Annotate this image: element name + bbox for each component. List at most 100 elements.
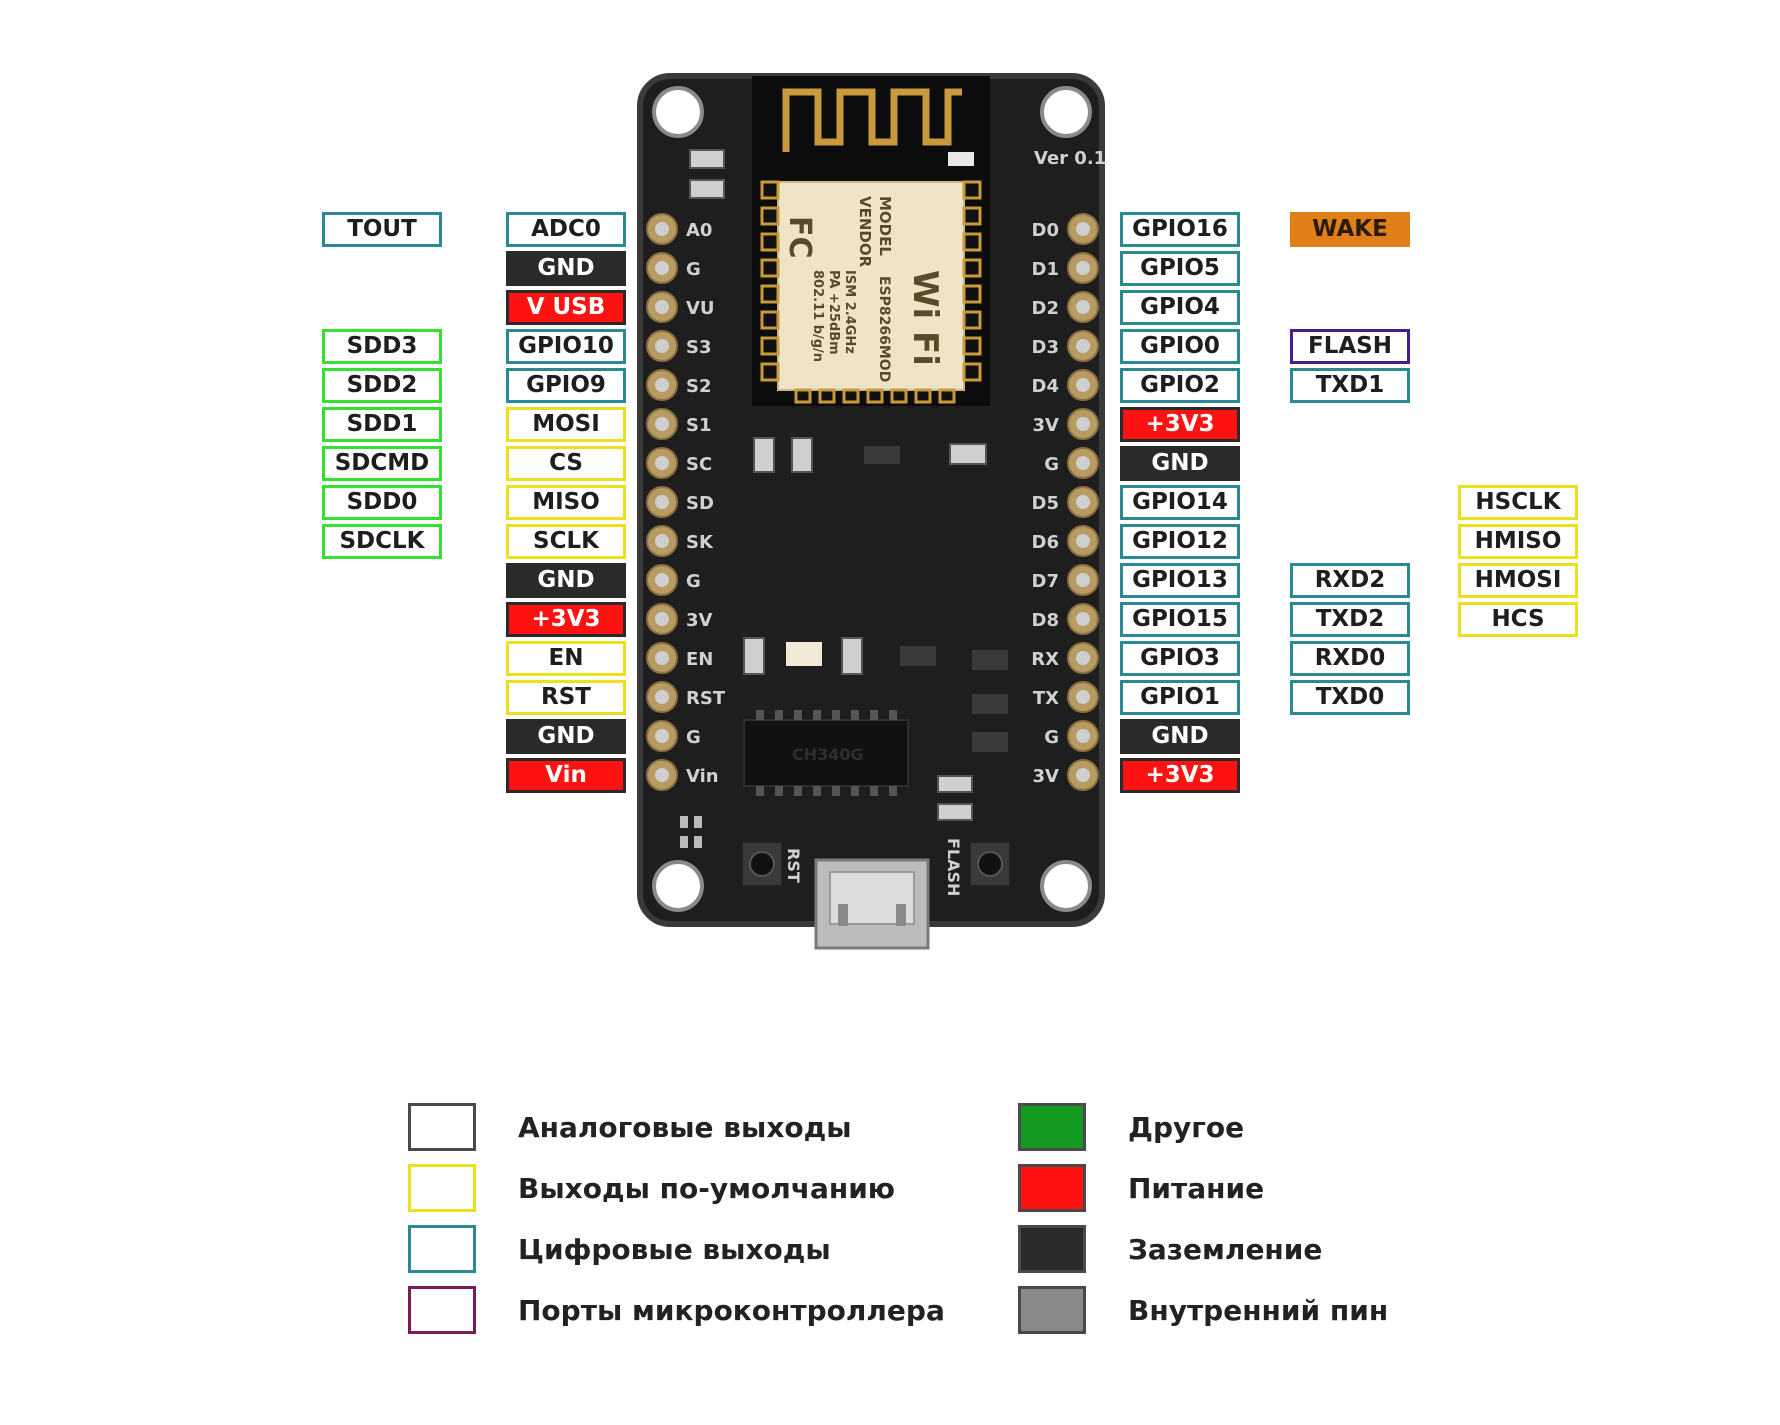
pin-label-right: GPIO2 (1120, 367, 1240, 403)
pin-label-right: GPIO4 (1120, 289, 1240, 325)
pin-label-right2: TXD2 (1290, 601, 1410, 637)
module-pa: PA +25dBm (826, 270, 841, 355)
module-pad (818, 388, 836, 404)
pin-label-right2: RXD0 (1290, 640, 1410, 676)
pin-label-right: +3V3 (1120, 757, 1240, 793)
right-pin-name: D7 (1032, 571, 1059, 592)
legend-item: Другое (1018, 1103, 1578, 1151)
right-pin-name: D4 (1032, 376, 1059, 397)
left-pin-name: EN (686, 649, 713, 670)
pin-label-right: GPIO16 (1120, 211, 1240, 247)
legend-swatch (1018, 1225, 1086, 1273)
module-pad (760, 180, 780, 200)
legend-label: Цифровые выходы (518, 1233, 831, 1266)
legend-item: Выходы по-умолчанию (408, 1164, 968, 1212)
chip-leg (775, 786, 783, 796)
chip-leg (794, 786, 802, 796)
legend-label: Другое (1128, 1111, 1245, 1144)
pin-label-left: GND (506, 718, 626, 754)
module-fc: FC (782, 216, 817, 259)
module-pad (760, 362, 780, 382)
rst-button-label: RST (784, 848, 803, 883)
pin-label-right2: TXD1 (1290, 367, 1410, 403)
pin-label-left: GND (506, 250, 626, 286)
module-pad (760, 206, 780, 226)
legend-item: Аналоговые выходы (408, 1103, 968, 1151)
pin-label-right: GPIO0 (1120, 328, 1240, 364)
pin-label-right: GPIO1 (1120, 679, 1240, 715)
left-pin-name: SC (686, 454, 712, 475)
legend-label: Заземление (1128, 1233, 1323, 1266)
pin-hole (655, 261, 669, 275)
module-pad (962, 206, 982, 226)
pin-hole (1076, 690, 1090, 704)
chip-leg (851, 786, 859, 796)
pin-label-left: CS (506, 445, 626, 481)
module-pad (760, 284, 780, 304)
legend-label: Аналоговые выходы (518, 1111, 852, 1144)
left-pin-name: G (686, 727, 701, 748)
pin-label-right: GND (1120, 445, 1240, 481)
mounting-hole (1040, 86, 1092, 138)
micro-usb-port (814, 858, 930, 950)
legend-item: Внутренний пин (1018, 1286, 1578, 1334)
module-pad (938, 388, 956, 404)
module-led (948, 152, 974, 166)
right-pin-name: D3 (1032, 337, 1059, 358)
legend-label: Выходы по-умолчанию (518, 1172, 896, 1205)
left-pin-name: G (686, 259, 701, 280)
module-pad (914, 388, 932, 404)
module-pad (794, 388, 812, 404)
module-pad (760, 310, 780, 330)
chip-leg (813, 786, 821, 796)
pin-hole (1076, 417, 1090, 431)
module-pad (962, 362, 982, 382)
pin-label-left: SCLK (506, 523, 626, 559)
left-pin-name: A0 (686, 220, 712, 241)
pin-hole (655, 612, 669, 626)
flash-button-label: FLASH (944, 838, 963, 896)
legend-swatch (408, 1103, 476, 1151)
pin-hole (655, 378, 669, 392)
legend-item: Питание (1018, 1164, 1578, 1212)
legend-swatch (1018, 1164, 1086, 1212)
pin-hole (655, 729, 669, 743)
pin-hole (1076, 456, 1090, 470)
pin-hole (655, 534, 669, 548)
chip-leg (813, 710, 821, 720)
right-pin-name: D5 (1032, 493, 1059, 514)
pin-hole (1076, 300, 1090, 314)
pin-label-far-left: SDCLK (322, 523, 442, 559)
pin-hole (1076, 573, 1090, 587)
chip-leg (794, 710, 802, 720)
module-pad (890, 388, 908, 404)
flash-button[interactable] (969, 841, 1011, 887)
chip-leg (756, 786, 764, 796)
chip-leg (889, 786, 897, 796)
rst-button[interactable] (741, 841, 783, 887)
pin-hole (655, 300, 669, 314)
pin-hole (1076, 339, 1090, 353)
chip-leg (851, 710, 859, 720)
legend-item: Цифровые выходы (408, 1225, 968, 1273)
pin-label-left: ADC0 (506, 211, 626, 247)
pin-label-far-left: SDD1 (322, 406, 442, 442)
pin-hole (655, 456, 669, 470)
pin-label-left: MOSI (506, 406, 626, 442)
module-wifi: Wi Fi (905, 270, 945, 366)
pin-hole (655, 495, 669, 509)
pin-hole (655, 339, 669, 353)
legend-swatch (408, 1225, 476, 1273)
pin-hole (655, 651, 669, 665)
module-standard: 802.11 b/g/n (810, 270, 825, 362)
chip-leg (870, 710, 878, 720)
pin-label-right: GPIO15 (1120, 601, 1240, 637)
module-shield (777, 181, 965, 391)
pin-hole (655, 222, 669, 236)
left-pin-name: 3V (686, 610, 713, 631)
header-pins: A0GVUS3S2S1SCSDSKG3VENRSTGVinD0D1D2D3D43… (646, 213, 1099, 791)
pin-label-left: RST (506, 679, 626, 715)
pin-label-left: MISO (506, 484, 626, 520)
chip-leg (832, 710, 840, 720)
pin-label-right2: RXD2 (1290, 562, 1410, 598)
